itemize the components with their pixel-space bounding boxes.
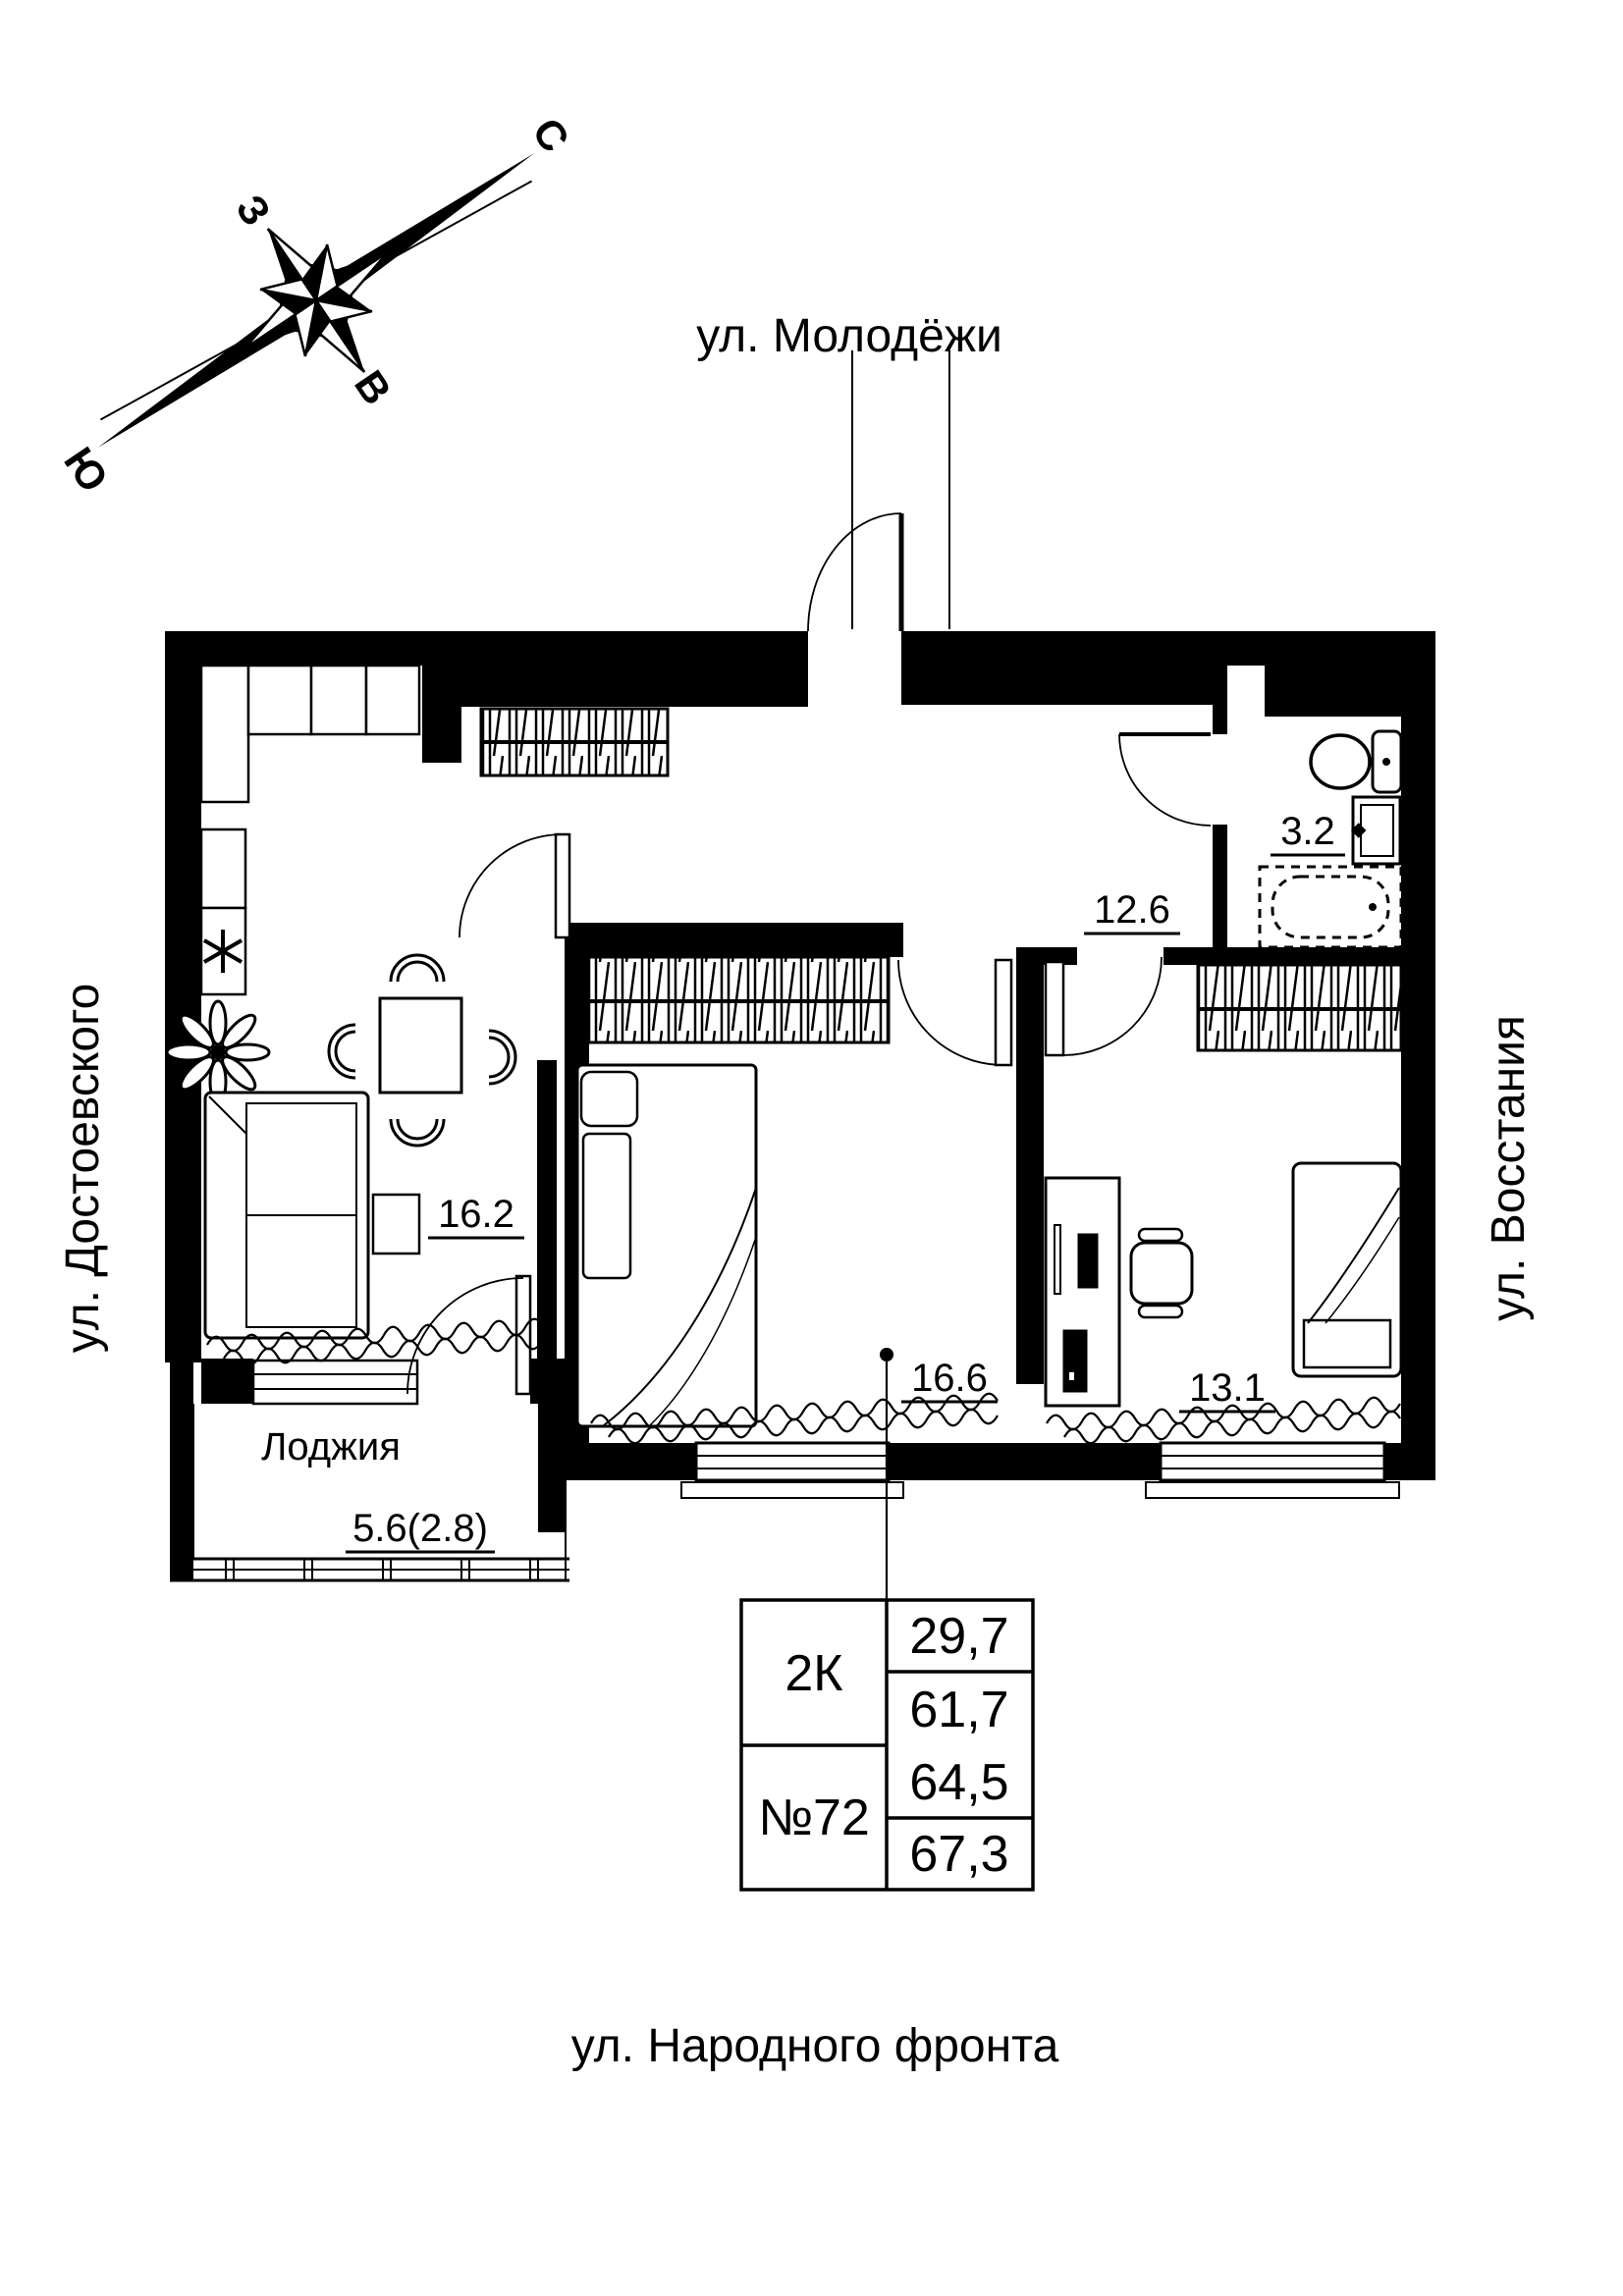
plant-icon xyxy=(165,999,271,1105)
kitchen-counter xyxy=(364,664,421,736)
kitchen-counter xyxy=(199,828,247,910)
desk-icon xyxy=(1044,1176,1121,1408)
wardrobe-icons xyxy=(479,707,1403,1052)
door-bathroom xyxy=(1118,732,1212,827)
door-bedroom-main xyxy=(897,958,1013,1067)
stove-burner-icon xyxy=(199,906,247,996)
room-bedroom-second: 13.1 xyxy=(1179,1366,1275,1414)
interior-doors xyxy=(459,732,1212,1067)
chair-icon xyxy=(389,953,446,983)
entry-door-arc-icon xyxy=(807,512,902,632)
chair-icon xyxy=(488,1029,517,1086)
room-bathroom: 3.2 xyxy=(1271,810,1345,857)
radiator-icon xyxy=(1046,1396,1401,1431)
bed-icon xyxy=(1291,1161,1403,1378)
dining-table-icon xyxy=(378,996,463,1095)
area-value-cell: 29,7 xyxy=(909,1608,1008,1665)
info-table: 2К №72 29,7 61,7 64,5 67,3 xyxy=(739,1348,1035,1892)
bathroom-fixtures xyxy=(1258,729,1403,949)
wardrobe-icon-bedroom-second xyxy=(1196,963,1403,1052)
room-hallway: 12.6 xyxy=(1084,888,1180,935)
door-bedroom-second xyxy=(1044,956,1163,1057)
kitchen-counter xyxy=(309,664,368,736)
balcony-door-arc-icon xyxy=(406,1277,524,1395)
area-value-cell: 61,7 xyxy=(909,1682,1008,1738)
radiator-icon xyxy=(223,1333,543,1366)
room-loggia: Лоджия 5.6(2.8) xyxy=(261,1425,495,1554)
room-bedroom-main: 16.6 xyxy=(901,1357,998,1404)
window-icon-bedroom-second xyxy=(1145,1441,1400,1499)
office-chair-icon xyxy=(1129,1227,1194,1319)
windows xyxy=(170,1274,1400,1582)
bed-icon xyxy=(575,1063,758,1428)
door-arc-icon xyxy=(1062,956,1163,1056)
radiator-icon xyxy=(608,1408,999,1445)
bathtub-icon xyxy=(1258,865,1403,949)
area-value-cell: 64,5 xyxy=(909,1754,1008,1811)
area-label-bedroom-second: 13.1 xyxy=(1189,1366,1266,1410)
leader-dot xyxy=(880,1348,893,1362)
wardrobe-icon-hallway xyxy=(479,707,670,777)
room-kitchen-living: 16.2 xyxy=(428,1193,524,1240)
area-label-loggia: 5.6(2.8) xyxy=(352,1507,488,1550)
street-label-right: ул. Восстания xyxy=(1483,1015,1535,1321)
sofa-icon xyxy=(203,1091,370,1340)
door-arc-icon xyxy=(459,833,564,938)
area-value-cell: 67,3 xyxy=(909,1826,1008,1883)
chair-icon xyxy=(327,1023,356,1080)
area-label-hallway: 12.6 xyxy=(1094,888,1170,932)
street-label-top: ул. Молодёжи xyxy=(696,310,1002,362)
window-icon-kitchen-loggia xyxy=(251,1359,419,1406)
apartment-number-cell: №72 xyxy=(758,1789,870,1846)
bedroom-main-furniture xyxy=(575,1063,758,1428)
street-label-left: ул. Достоевского xyxy=(57,984,109,1354)
door-arc-icon xyxy=(1118,733,1212,827)
chair-icon xyxy=(389,1118,446,1148)
sink-icon xyxy=(1350,795,1402,866)
toilet-icon xyxy=(1309,729,1403,794)
window-icon-bedroom-main xyxy=(680,1441,904,1499)
fridge-icon xyxy=(199,664,250,804)
area-label-bathroom: 3.2 xyxy=(1280,810,1335,853)
apartment-type-cell: 2К xyxy=(784,1645,842,1702)
kitchen-furniture xyxy=(165,664,517,1340)
loggia-glazing xyxy=(170,1404,569,1582)
street-label-bottom: ул. Народного фронта xyxy=(571,2020,1059,2072)
door-kitchen xyxy=(459,832,571,939)
side-table-icon xyxy=(371,1193,421,1255)
wardrobe-icon-bedroom-main xyxy=(570,955,891,1044)
area-label-kitchen: 16.2 xyxy=(438,1193,514,1236)
area-label-bedroom-main: 16.6 xyxy=(911,1357,988,1400)
entry-door xyxy=(807,350,950,632)
radiator-icons xyxy=(206,1317,1401,1445)
door-arc-icon xyxy=(897,959,1004,1066)
radiator-icon xyxy=(1063,1410,1401,1445)
room-labels: 16.2 12.6 3.2 16.6 13.1 Лоджия 5.6(2.8) xyxy=(261,810,1345,1554)
kitchen-counter xyxy=(246,664,313,736)
walls xyxy=(165,631,1435,1580)
bedroom-second-furniture xyxy=(1044,1161,1403,1408)
loggia-name-label: Лоджия xyxy=(261,1425,401,1468)
